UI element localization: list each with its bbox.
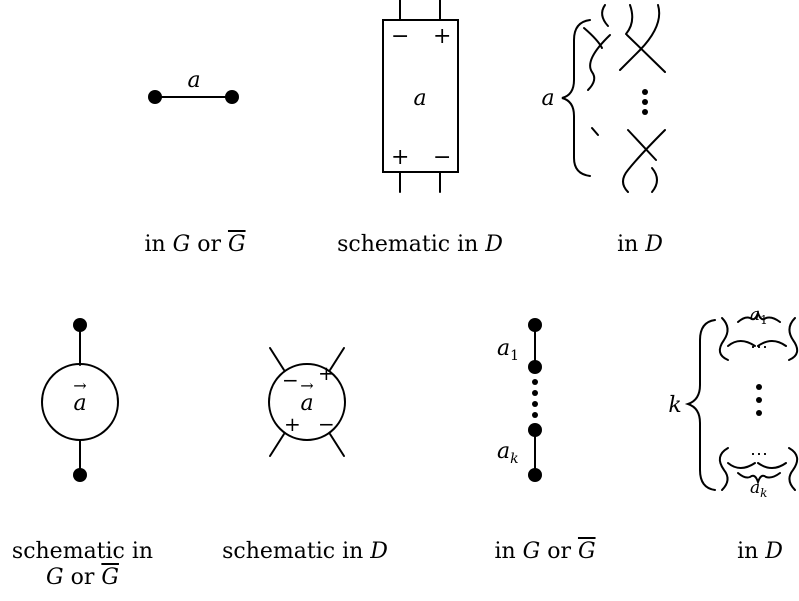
brace-label-k: k [668, 393, 681, 418]
dot [532, 412, 538, 418]
twist-sequence [561, 4, 666, 193]
dot [532, 401, 538, 407]
sign-minus: − [318, 412, 335, 436]
twist-label-a1: a1 [750, 305, 768, 327]
nested-twist [684, 309, 799, 491]
caption-nested: in D [737, 539, 783, 564]
caption-twist: in D [617, 232, 663, 257]
circle-schematic-knot [268, 347, 346, 457]
vertex-dot [73, 468, 87, 482]
vector-arrow: → [73, 376, 86, 395]
sign-plus: + [433, 24, 451, 49]
dot [756, 397, 762, 403]
circle-schematic-graph [41, 318, 119, 482]
caption-edge: in G or G [144, 232, 246, 257]
vertex-chain [528, 318, 542, 482]
vector-label-a: a [300, 391, 313, 416]
dot [532, 390, 538, 396]
vertex-dot [528, 423, 542, 437]
caption-chain: in G or G [494, 539, 596, 564]
box-label-a: a [413, 86, 426, 111]
caption-circle-knot: schematic in D [222, 539, 388, 564]
vertex-dot [73, 318, 87, 332]
twist-label-ak: ak [750, 478, 767, 500]
box-schematic [382, 0, 459, 193]
sign-minus: − [433, 145, 451, 170]
vertex-dot [148, 90, 162, 104]
vector-arrow: → [300, 376, 313, 395]
dot [756, 410, 762, 416]
vertex-dot [225, 90, 239, 104]
chain-label-ak: ak [497, 439, 519, 467]
dot [756, 384, 762, 390]
horizontal-dots: ⋯ [750, 337, 768, 358]
sign-plus: + [391, 145, 409, 170]
sign-plus: + [318, 361, 335, 385]
brace-label-a: a [541, 86, 554, 111]
dot [642, 89, 648, 95]
caption-box: schematic in D [337, 232, 503, 257]
sign-plus: + [284, 412, 301, 436]
vertex-dot [528, 318, 542, 332]
sign-minus: − [282, 368, 299, 392]
dot [642, 109, 648, 115]
vertex-dot [528, 360, 542, 374]
edge-graph [148, 90, 239, 104]
vector-label-a: a [73, 391, 86, 416]
sign-minus: − [391, 24, 409, 49]
dot [532, 379, 538, 385]
dot [642, 99, 648, 105]
horizontal-dots: ⋯ [750, 444, 768, 465]
vertex-dot [528, 468, 542, 482]
edge-label-a: a [187, 68, 200, 93]
chain-label-a1: a1 [497, 336, 519, 364]
